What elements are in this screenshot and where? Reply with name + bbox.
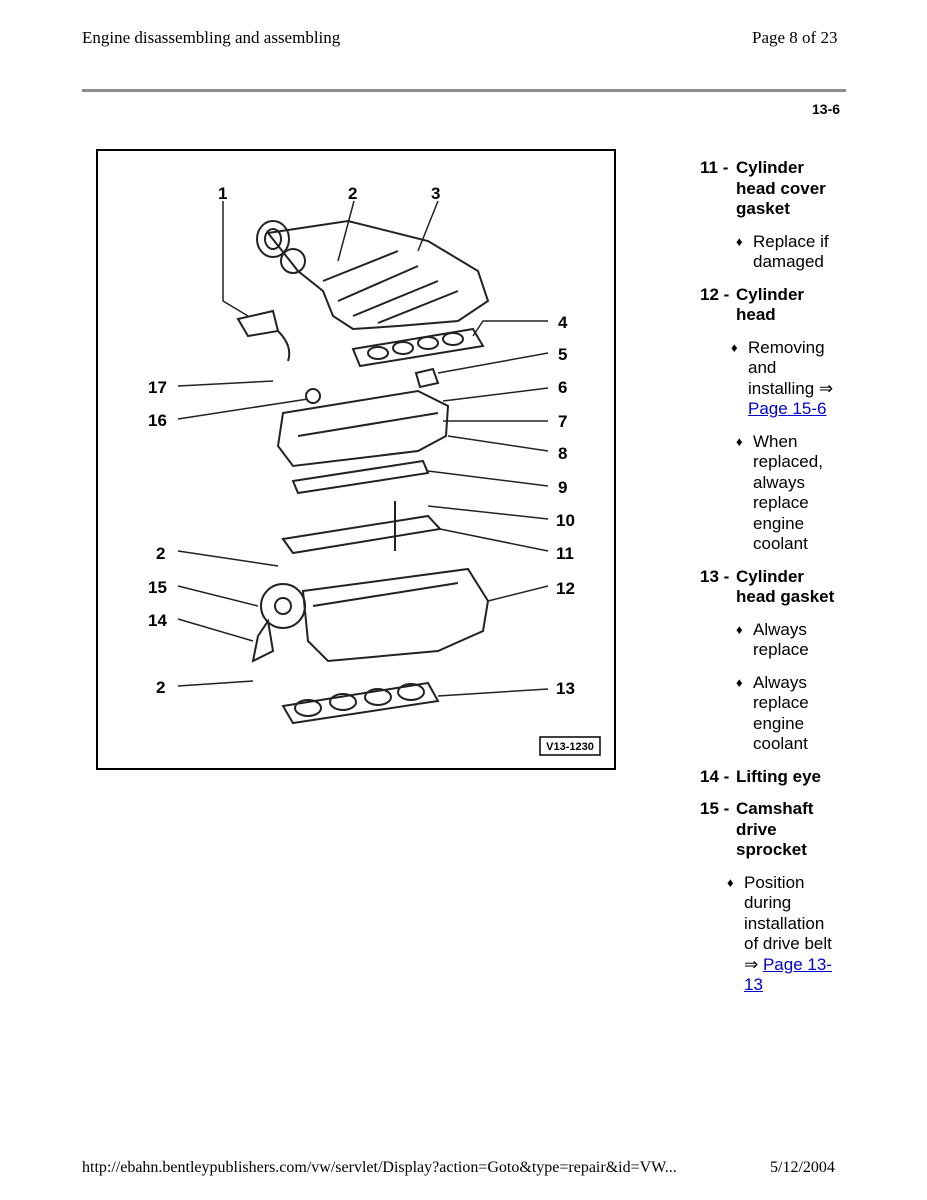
figure-code: V13-1230 [546,741,594,753]
diamond-bullet-icon: ♦ [736,621,743,637]
head-gasket-drawing [281,681,440,725]
header-title: Engine disassembling and assembling [82,28,341,47]
page-number: Page 8 of 23 [752,28,838,47]
sub-item-text: Always replace [753,619,809,660]
callout-4: 4 [558,313,568,332]
header-rule [82,89,846,92]
callout-6: 6 [558,378,567,397]
callout-13: 13 [556,679,575,698]
item-name: Cylinder head cover gasket [736,158,826,218]
callout-1: 1 [218,184,227,203]
page-link[interactable]: Page 13-13 [744,954,832,995]
parts-list: 11 - Cylinder head cover gasket ♦ Replace i… [700,158,840,1008]
exploded-view-drawing: 1 2 3 4 5 6 7 8 9 10 11 12 13 17 16 2 15… [148,184,601,756]
list-item: 13 - Cylinder head gasket [700,567,840,608]
sub-item-text: Always replace engine coolant [753,672,809,754]
list-item: 15 - Camshaft drive sprocket [700,799,840,861]
sub-item-text: When replaced, always replace engine coo… [753,431,823,554]
sub-item: ♦ When replaced, always replace engine co… [736,432,840,555]
item-number: 12 - [700,284,730,304]
diamond-bullet-icon: ♦ [736,433,743,449]
list-item: 12 - Cylinder head [700,285,840,326]
callout-8: 8 [558,444,567,463]
callout-9: 9 [558,478,567,497]
sub-item: ♦ Position during installation of drive b… [727,873,840,996]
sub-item-text: Replace if damaged [753,231,829,272]
callout-2b: 2 [156,544,165,563]
item-number: 15 - [700,799,730,818]
sub-item: ♦ Always replace [736,620,840,661]
oil-deflector-drawing [291,459,430,495]
footer-date: 5/12/2004 [770,1159,835,1176]
sub-item-text: Position during installation of drive be… [744,872,832,974]
manifold-gasket-drawing [351,327,485,368]
callout-2a: 2 [348,184,357,203]
throttle-body-drawing [256,220,290,258]
figure-code-box [539,736,601,756]
cover-gasket-drawing [281,514,442,555]
callout-14: 14 [148,611,167,630]
callout-3: 3 [431,184,440,203]
callout-16: 16 [148,411,167,430]
footer-url: http://ebahn.bentleypublishers.com/vw/se… [82,1159,677,1176]
item-number: 14 - [700,766,730,786]
section-number: 13-6 [812,101,841,117]
camshaft-sprocket-drawing [260,583,306,629]
item-name: Lifting eye [736,766,822,786]
sub-item: ♦ Replace if damaged [736,232,840,273]
diamond-bullet-icon: ♦ [736,233,743,249]
callout-2c: 2 [156,678,165,697]
list-item: 14 - Lifting eye [700,767,840,788]
diamond-bullet-icon: ♦ [727,874,734,890]
exploded-view-figure: 1 2 3 4 5 6 7 8 9 10 11 12 13 17 16 2 15… [96,149,616,770]
sub-item: ♦ Removing and installing ⇒ Page 15-6 [731,338,840,420]
item-number: 13 - [700,566,730,586]
callout-11: 11 [556,544,574,563]
callout-7: 7 [558,412,567,431]
list-item: 11 - Cylinder head cover gasket [700,158,840,220]
diamond-bullet-icon: ♦ [736,674,743,690]
cylinder-head-cover-drawing [276,389,450,468]
item-name: Cylinder head [736,284,805,325]
callout-17: 17 [148,378,167,397]
cylinder-head-drawing [301,567,490,663]
item-name: Cylinder head gasket [736,566,835,607]
callout-12: 12 [556,579,575,598]
sub-item-text: Removing and installing ⇒ [748,337,834,398]
callout-5: 5 [558,345,567,364]
sub-item: ♦ Always replace engine coolant [736,673,840,755]
breather-valve-drawing [236,309,280,338]
item-number: 11 - [700,158,729,177]
intake-manifold-drawing [266,219,490,331]
callout-15: 15 [148,578,167,597]
page-link[interactable]: Page 15-6 [748,399,827,418]
item-name: Camshaft drive sprocket [736,799,814,859]
callout-10: 10 [556,511,575,530]
diamond-bullet-icon: ♦ [731,339,738,355]
